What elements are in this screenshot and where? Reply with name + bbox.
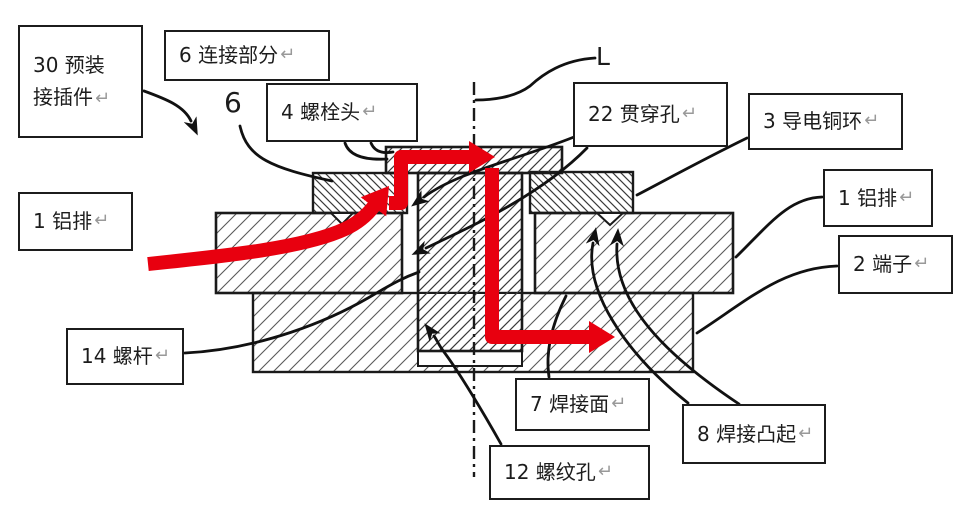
return-mark: ↵ bbox=[95, 87, 111, 109]
callout-terminal: 2 端子↵ bbox=[838, 235, 953, 294]
copper-ring-section bbox=[528, 170, 635, 215]
return-mark: ↵ bbox=[899, 186, 915, 208]
callout-busbar-right: 1 铝排↵ bbox=[823, 169, 933, 227]
leader-axis-l bbox=[474, 56, 597, 102]
axis-label-l: L bbox=[596, 42, 610, 71]
leader-terminal bbox=[695, 264, 839, 335]
callout-pre-insert-line1: 30 预装 bbox=[33, 52, 105, 77]
callout-screw-rod: 14 螺杆↵ bbox=[66, 328, 184, 385]
ref-marker-6: 6 bbox=[224, 86, 242, 119]
callout-pre-insert: 30 预装 接插件↵ bbox=[18, 25, 143, 138]
leader-busbar-right bbox=[734, 195, 824, 259]
return-mark: ↵ bbox=[94, 210, 110, 232]
leader-through-hole-b bbox=[411, 146, 589, 255]
leader-screw-rod bbox=[183, 270, 421, 355]
return-mark: ↵ bbox=[280, 44, 296, 66]
return-mark: ↵ bbox=[798, 422, 814, 444]
weld-notch-right bbox=[594, 212, 626, 227]
leader-lines bbox=[142, 56, 839, 446]
return-mark: ↵ bbox=[611, 393, 627, 415]
callout-connecting-part: 6 连接部分↵ bbox=[164, 30, 330, 81]
leader-bolt-head-a bbox=[343, 141, 389, 161]
callout-copper-ring: 3 导电铜环↵ bbox=[748, 93, 903, 150]
return-mark: ↵ bbox=[914, 253, 930, 275]
leader-copper-ring bbox=[635, 136, 749, 197]
return-mark: ↵ bbox=[681, 103, 697, 125]
callout-bolt-head: 4 螺栓头↵ bbox=[266, 83, 418, 142]
current-path-inlet bbox=[147, 186, 390, 271]
callout-through-hole: 22 贯穿孔↵ bbox=[573, 82, 728, 147]
leader-ref-6 bbox=[238, 124, 334, 183]
callout-busbar-left: 1 铝排↵ bbox=[18, 192, 133, 251]
leader-bolt-head-b bbox=[369, 141, 395, 154]
return-mark: ↵ bbox=[362, 101, 378, 123]
callout-weld-protrusion: 8 焊接凸起↵ bbox=[682, 404, 826, 464]
return-mark: ↵ bbox=[864, 110, 880, 132]
return-mark: ↵ bbox=[597, 461, 613, 483]
leader-threaded-hole bbox=[424, 323, 503, 446]
return-mark: ↵ bbox=[154, 345, 170, 367]
busbar-right-section bbox=[533, 211, 735, 295]
current-path-outlet bbox=[485, 168, 615, 353]
current-path-over-head bbox=[389, 141, 495, 210]
current-path-arrows bbox=[147, 141, 615, 353]
weld-notch-left bbox=[328, 212, 356, 226]
callout-weld-surface: 7 焊接面↵ bbox=[515, 378, 650, 431]
leader-pre-insert bbox=[142, 89, 198, 136]
callout-pre-insert-line2: 接插件↵ bbox=[33, 84, 111, 109]
screw-rod-section bbox=[416, 171, 524, 353]
leader-weld-protrusion-b bbox=[609, 228, 741, 406]
callout-threaded-hole: 12 螺纹孔↵ bbox=[489, 445, 650, 500]
